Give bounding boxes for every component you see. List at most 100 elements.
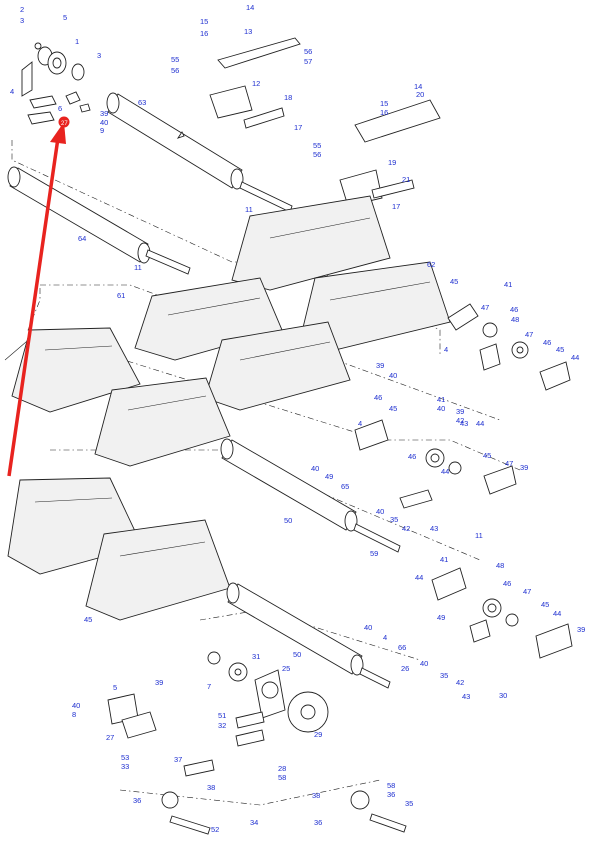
callout-42: 42: [402, 524, 410, 533]
callout-51: 51: [218, 711, 226, 720]
callout-39: 39: [376, 361, 384, 370]
callout-62: 62: [427, 260, 435, 269]
callout-9: 9: [100, 126, 104, 135]
callout-43: 43: [462, 692, 470, 701]
callout-39: 39: [456, 407, 464, 416]
callout-40: 40: [389, 371, 397, 380]
callout-44: 44: [571, 353, 579, 362]
callout-41: 41: [440, 555, 448, 564]
callout-46: 46: [510, 305, 518, 314]
top-brackets: [209, 37, 441, 207]
callout-47: 47: [505, 459, 513, 468]
callout-11: 11: [134, 263, 142, 272]
highlight-marker-label: 27: [61, 121, 68, 127]
callout-12: 12: [252, 79, 260, 88]
callout-26: 26: [401, 664, 409, 673]
callout-16: 16: [200, 29, 208, 38]
callout-56: 56: [304, 47, 312, 56]
callout-56: 56: [313, 150, 321, 159]
callout-50: 50: [284, 516, 292, 525]
callout-17: 17: [294, 123, 302, 132]
callout-58: 58: [387, 781, 395, 790]
callout-11: 11: [245, 205, 253, 214]
callout-25: 25: [282, 664, 290, 673]
callout-39: 39: [577, 625, 585, 634]
callout-7: 7: [207, 682, 211, 691]
callout-35: 35: [405, 799, 413, 808]
callout-1: 1: [75, 37, 79, 46]
callout-40: 40: [72, 701, 80, 710]
callout-47: 47: [481, 303, 489, 312]
callout-3: 3: [20, 16, 24, 25]
callout-20: 20: [416, 90, 424, 99]
callout-4: 4: [358, 419, 362, 428]
callout-4: 4: [10, 87, 14, 96]
callout-31: 31: [252, 652, 260, 661]
callout-44: 44: [415, 573, 423, 582]
callout-15: 15: [380, 99, 388, 108]
callout-40: 40: [311, 464, 319, 473]
callout-38: 38: [207, 783, 215, 792]
callout-21: 21: [402, 175, 410, 184]
callout-45: 45: [389, 404, 397, 413]
top-rollers: [7, 92, 293, 275]
callout-47: 47: [523, 587, 531, 596]
callout-2: 2: [20, 5, 24, 14]
callout-5: 5: [63, 13, 67, 22]
callout-55: 55: [171, 55, 179, 64]
callout-36: 36: [387, 790, 395, 799]
callout-36: 36: [133, 796, 141, 805]
callout-27: 27: [106, 733, 114, 742]
callout-37: 37: [174, 755, 182, 764]
callout-28: 28: [278, 764, 286, 773]
callout-48: 48: [496, 561, 504, 570]
callout-19: 19: [388, 158, 396, 167]
callout-45: 45: [450, 277, 458, 286]
callout-40: 40: [420, 659, 428, 668]
callout-4: 4: [444, 345, 448, 354]
callout-17: 17: [392, 202, 400, 211]
callout-16: 16: [380, 108, 388, 117]
callout-57: 57: [304, 57, 312, 66]
callout-39: 39: [100, 109, 108, 118]
callout-18: 18: [284, 93, 292, 102]
callout-66: 66: [398, 643, 406, 652]
highlight-arrow: 27: [7, 116, 70, 477]
callout-35: 35: [440, 671, 448, 680]
right-bearing-stacks: [354, 303, 573, 659]
callout-43: 43: [460, 419, 468, 428]
callout-45: 45: [483, 451, 491, 460]
callout-11: 11: [475, 531, 483, 540]
callout-55: 55: [313, 141, 321, 150]
callout-40: 40: [100, 118, 108, 127]
callout-14: 14: [246, 3, 254, 12]
callout-8: 8: [72, 710, 76, 719]
callout-65: 65: [341, 482, 349, 491]
callout-64: 64: [78, 234, 86, 243]
callout-50: 50: [293, 650, 301, 659]
callout-59: 59: [370, 549, 378, 558]
callout-45: 45: [84, 615, 92, 624]
callout-41: 41: [504, 280, 512, 289]
callout-46: 46: [408, 452, 416, 461]
callout-14: 14: [414, 82, 422, 91]
callout-49: 49: [437, 613, 445, 622]
callout-46: 46: [543, 338, 551, 347]
callout-48: 48: [511, 315, 519, 324]
callout-29: 29: [314, 730, 322, 739]
callout-13: 13: [244, 27, 252, 36]
callout-53: 53: [121, 753, 129, 762]
middle-rollers: [220, 438, 401, 689]
callout-5: 5: [113, 683, 117, 692]
callout-4: 4: [383, 633, 387, 642]
lower-drive-assembly: [107, 651, 407, 835]
callout-33: 33: [121, 762, 129, 771]
callout-44: 44: [476, 419, 484, 428]
callout-43: 43: [430, 524, 438, 533]
callout-30: 30: [499, 691, 507, 700]
callout-61: 61: [117, 291, 125, 300]
callout-44: 44: [441, 467, 449, 476]
callout-42: 42: [456, 678, 464, 687]
callout-42: 42: [456, 416, 464, 425]
